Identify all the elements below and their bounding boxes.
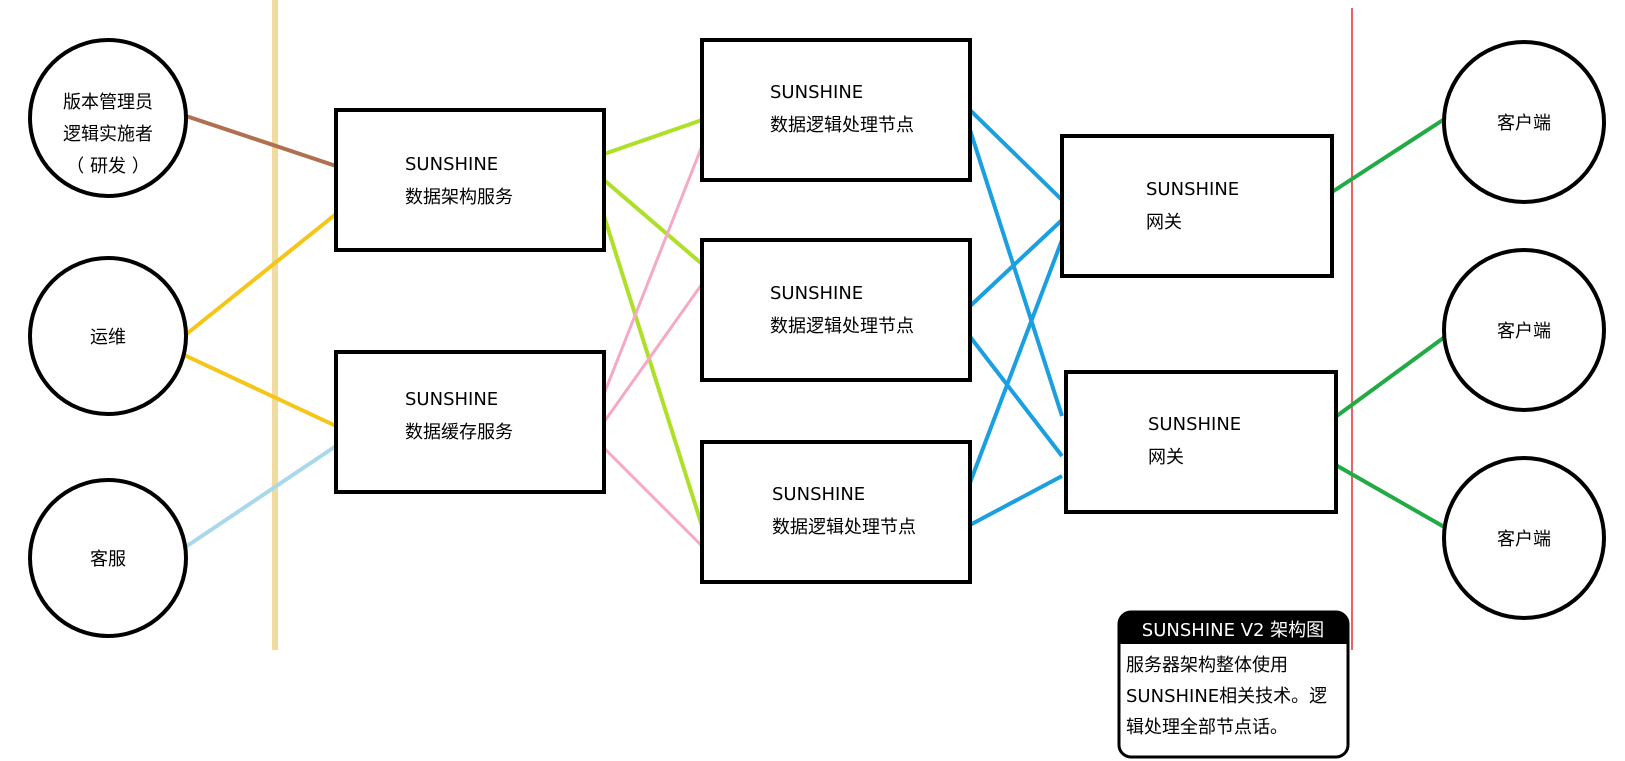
link-dev-schema — [185, 114, 337, 168]
logic-node-3: SUNSHINE 数据逻辑处理节点 — [700, 440, 972, 584]
actor-label: 运维 — [90, 327, 126, 348]
link-ops-cache — [181, 352, 337, 428]
client-1: 客户端 — [1442, 40, 1606, 204]
service-links — [602, 118, 704, 548]
logic-box — [700, 440, 972, 584]
client-3: 客户端 — [1442, 456, 1606, 620]
service-box — [334, 108, 606, 252]
client-label: 客户端 — [1497, 529, 1551, 550]
logic-label: 数据逻辑处理节点 — [770, 115, 914, 136]
link-gw2-client2 — [1332, 334, 1448, 420]
actor-circle — [28, 256, 188, 416]
client-label: 客户端 — [1497, 321, 1551, 342]
service-label: 数据架构服务 — [405, 187, 513, 208]
client-label: 客户端 — [1497, 113, 1551, 134]
actor-label: 客服 — [90, 549, 126, 570]
link-cs-cache — [182, 444, 338, 550]
note-line: SUNSHINE相关技术。逻 — [1126, 686, 1327, 707]
logic-label: 数据逻辑处理节点 — [772, 517, 916, 538]
client-links — [1330, 116, 1448, 530]
logic-label: SUNSHINE — [770, 283, 863, 304]
logic-node-2: SUNSHINE 数据逻辑处理节点 — [700, 238, 972, 382]
link-schema-logic3 — [602, 215, 704, 527]
link-cache-logic3 — [602, 446, 704, 548]
note-header — [1119, 612, 1348, 644]
note-line: 服务器架构整体使用 — [1126, 655, 1288, 676]
gateway-label: 网关 — [1148, 447, 1184, 468]
actor-ops: 运维 — [28, 256, 188, 416]
service-label: SUNSHINE — [405, 154, 498, 175]
actor-label: 版本管理员 — [63, 92, 153, 113]
link-logic3-gw1 — [966, 239, 1064, 489]
logic-box — [700, 238, 972, 382]
gateway-2: SUNSHINE 网关 — [1064, 370, 1338, 514]
actor-label: 逻辑实施者 — [63, 124, 153, 145]
gateway-1: SUNSHINE 网关 — [1060, 134, 1334, 278]
link-logic1-gw2 — [968, 129, 1064, 417]
actor-circle — [28, 38, 188, 198]
link-gw1-client1 — [1330, 116, 1448, 194]
actor-label: （ 研发 ） — [66, 156, 149, 177]
link-cache-logic1 — [602, 145, 704, 395]
note-title: SUNSHINE V2 架构图 — [1142, 620, 1324, 641]
link-schema-logic2 — [602, 178, 704, 266]
actor-links — [181, 114, 338, 550]
link-logic3-gw2 — [967, 474, 1063, 528]
link-gw2-client3 — [1333, 462, 1447, 530]
gateway-box — [1064, 370, 1338, 514]
link-ops-schema — [182, 212, 338, 338]
link-logic2-gw2 — [966, 332, 1064, 458]
gateway-label: SUNSHINE — [1146, 179, 1239, 200]
link-schema-logic1 — [603, 118, 703, 156]
link-logic2-gw1 — [966, 218, 1064, 310]
gateway-label: SUNSHINE — [1148, 414, 1241, 435]
actor-dev: 版本管理员 逻辑实施者 （ 研发 ） — [28, 38, 188, 198]
actor-cs: 客服 — [28, 478, 188, 638]
actor-circle — [28, 478, 188, 638]
logic-label: SUNSHINE — [772, 484, 865, 505]
service-cache: SUNSHINE 数据缓存服务 — [334, 350, 606, 494]
client-circle — [1442, 456, 1606, 620]
link-cache-logic2 — [602, 283, 704, 423]
note-box: SUNSHINE V2 架构图 服务器架构整体使用 SUNSHINE相关技术。逻… — [1117, 610, 1350, 759]
note-line: 辑处理全部节点话。 — [1126, 717, 1288, 738]
link-logic1-gw1 — [968, 108, 1064, 202]
service-label: SUNSHINE — [405, 389, 498, 410]
service-label: 数据缓存服务 — [405, 422, 513, 443]
gateway-label: 网关 — [1146, 212, 1182, 233]
client-circle — [1442, 248, 1606, 412]
client-2: 客户端 — [1442, 248, 1606, 412]
gateway-box — [1060, 134, 1334, 278]
logic-label: SUNSHINE — [770, 82, 863, 103]
service-box — [334, 350, 606, 494]
logic-box — [700, 38, 972, 182]
logic-label: 数据逻辑处理节点 — [770, 316, 914, 337]
logic-node-1: SUNSHINE 数据逻辑处理节点 — [700, 38, 972, 182]
gateway-links — [966, 108, 1064, 528]
service-schema: SUNSHINE 数据架构服务 — [334, 108, 606, 252]
client-circle — [1442, 40, 1606, 204]
